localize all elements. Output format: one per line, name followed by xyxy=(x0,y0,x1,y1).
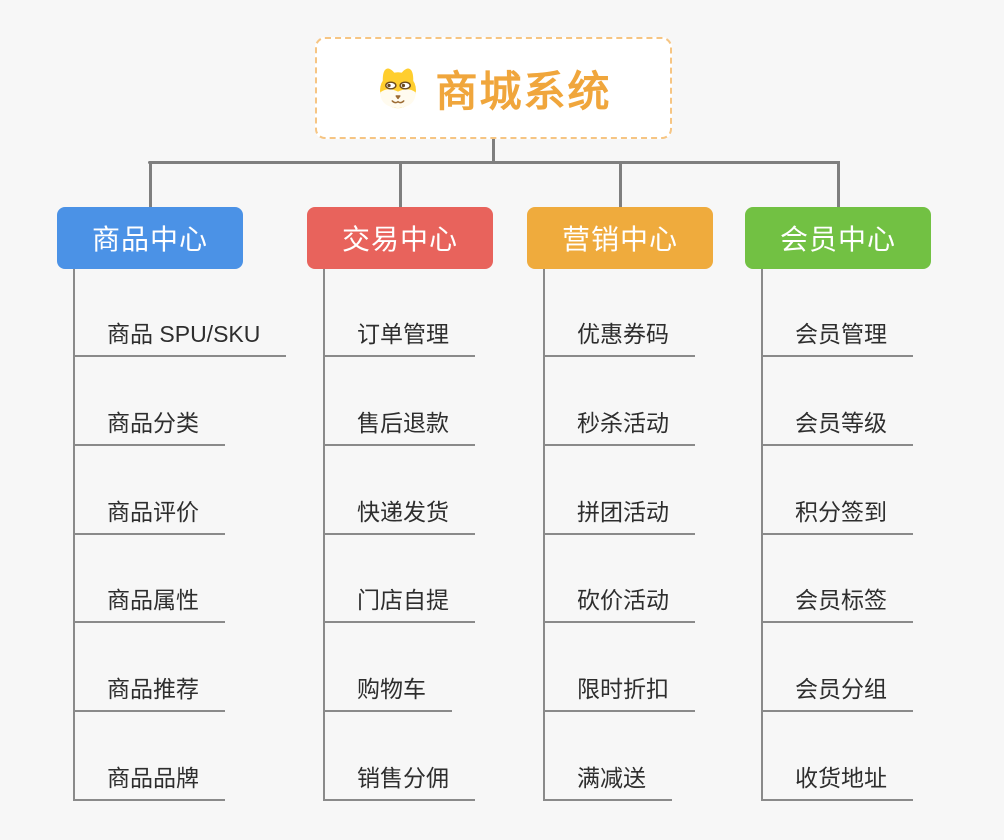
leaf-node[interactable]: 拼团活动 xyxy=(543,497,695,535)
branch-node-marketing-center[interactable]: 营销中心 xyxy=(527,207,713,269)
branch-node-trade-center[interactable]: 交易中心 xyxy=(307,207,493,269)
branch-marketing-center: 营销中心 优惠券码 秒杀活动 拼团活动 砍价活动 限时折扣 满减送 xyxy=(527,207,787,827)
connector-drop-product xyxy=(149,161,152,208)
leaf-node[interactable]: 商品分类 xyxy=(73,408,225,446)
leaf-node[interactable]: 收货地址 xyxy=(761,763,913,801)
leaf-node[interactable]: 门店自提 xyxy=(323,585,475,623)
leaf-node[interactable]: 会员管理 xyxy=(761,319,913,357)
branch-trunk-line xyxy=(543,269,545,801)
root-title: 商城系统 xyxy=(435,67,612,115)
connector-drop-member xyxy=(837,161,840,208)
leaf-node[interactable]: 商品 SPU/SKU xyxy=(73,319,287,357)
branch-product-center: 商品中心 商品 SPU/SKU 商品分类 商品评价 商品属性 商品推荐 商品品牌 xyxy=(57,207,317,827)
leaf-node[interactable]: 会员等级 xyxy=(761,408,913,446)
connector-cross-bar xyxy=(148,161,840,164)
leaf-node[interactable]: 限时折扣 xyxy=(543,674,695,712)
branch-member-center: 会员中心 会员管理 会员等级 积分签到 会员标签 会员分组 收货地址 xyxy=(745,207,1004,827)
leaf-node[interactable]: 订单管理 xyxy=(323,319,475,357)
connector-root-stem xyxy=(492,139,495,164)
connector-drop-marketing xyxy=(619,161,622,208)
leaf-node[interactable]: 快递发货 xyxy=(323,497,475,535)
leaf-node[interactable]: 商品评价 xyxy=(73,497,225,535)
root-node-mall-system[interactable]: 商城系统 xyxy=(315,37,672,139)
leaf-node[interactable]: 优惠券码 xyxy=(543,319,695,357)
branch-trunk-line xyxy=(323,269,325,801)
leaf-node[interactable]: 会员标签 xyxy=(761,585,913,623)
branch-trunk-line xyxy=(73,269,75,801)
dog-face-icon xyxy=(380,68,417,109)
leaf-node[interactable]: 会员分组 xyxy=(761,674,913,712)
leaf-node[interactable]: 商品属性 xyxy=(73,585,225,623)
branch-trade-center: 交易中心 订单管理 售后退款 快递发货 门店自提 购物车 销售分佣 xyxy=(307,207,567,827)
leaf-node[interactable]: 商品品牌 xyxy=(73,763,225,801)
leaf-node[interactable]: 积分签到 xyxy=(761,497,913,535)
connector-drop-trade xyxy=(399,161,402,208)
leaf-node[interactable]: 秒杀活动 xyxy=(543,408,695,446)
leaf-node[interactable]: 商品推荐 xyxy=(73,674,225,712)
branch-node-product-center[interactable]: 商品中心 xyxy=(57,207,243,269)
leaf-node[interactable]: 购物车 xyxy=(323,674,452,712)
leaf-node[interactable]: 售后退款 xyxy=(323,408,475,446)
leaf-node[interactable]: 销售分佣 xyxy=(323,763,475,801)
leaf-node[interactable]: 砍价活动 xyxy=(543,585,695,623)
branch-node-member-center[interactable]: 会员中心 xyxy=(745,207,931,269)
leaf-node[interactable]: 满减送 xyxy=(543,763,672,801)
branch-trunk-line xyxy=(761,269,763,801)
